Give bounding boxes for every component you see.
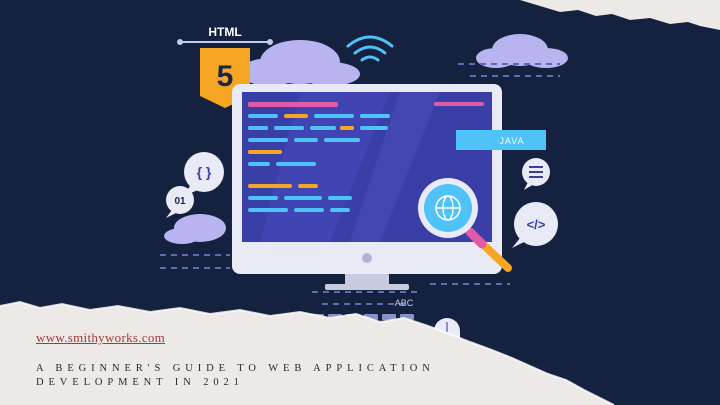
binary-bubble: 01 bbox=[166, 186, 194, 218]
html5-number: 5 bbox=[217, 60, 234, 93]
java-label: JAVA bbox=[499, 136, 524, 146]
torn-paper-bottom bbox=[0, 302, 614, 405]
monitor-neck bbox=[345, 274, 389, 284]
dashed-lines bbox=[160, 63, 560, 305]
svg-text:</>: </> bbox=[527, 217, 546, 232]
website-link[interactable]: www.smithyworks.com bbox=[36, 330, 166, 345]
code-tag-bubble: </> bbox=[512, 202, 558, 248]
cloud-bottom bbox=[164, 214, 226, 244]
code-lines bbox=[248, 102, 484, 212]
monitor-stand bbox=[325, 284, 409, 290]
svg-text:{ }: { } bbox=[197, 164, 212, 180]
wifi-icon bbox=[346, 35, 394, 62]
keyboard-label: ABC bbox=[395, 298, 414, 308]
braces-bubble: { } bbox=[184, 152, 224, 196]
html-label: HTML bbox=[208, 25, 241, 39]
java-tag bbox=[456, 130, 546, 150]
cloud-right bbox=[476, 34, 568, 68]
cloud-left bbox=[240, 40, 360, 86]
title-line-1: A BEGINNER'S GUIDE TO WEB APPLICATION bbox=[36, 363, 435, 374]
menu-bubble bbox=[522, 158, 550, 190]
page-title: A BEGINNER'S GUIDE TO WEB APPLICATION DEV… bbox=[36, 362, 456, 390]
torn-paper-top bbox=[520, 0, 720, 30]
magnifier-globe-icon bbox=[418, 178, 512, 272]
title-line-2: DEVELOPMENT IN 2021 bbox=[36, 377, 244, 388]
svg-text:01: 01 bbox=[174, 196, 186, 207]
